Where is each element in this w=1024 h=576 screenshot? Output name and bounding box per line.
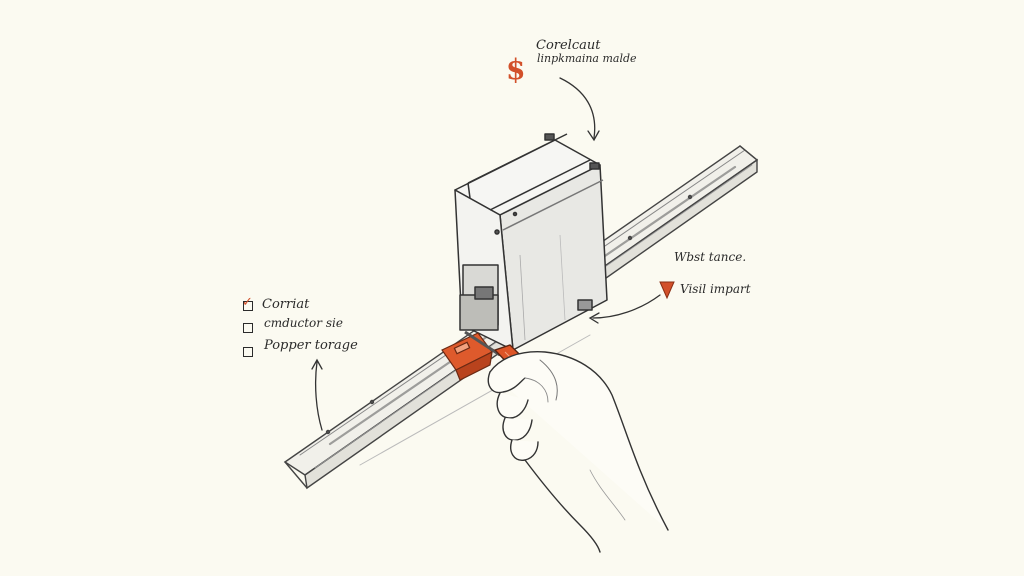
dollar-sign-icon: $ — [506, 53, 526, 86]
checklist-item-label: Popper torage — [264, 338, 358, 353]
checkbox-popper-torage[interactable] — [243, 347, 253, 357]
top-annotation-line2: linpkmaina malde — [537, 52, 637, 65]
checkbox-cmductor-sie[interactable] — [243, 323, 253, 333]
checklist-item-label: Corriat — [262, 297, 310, 312]
hand — [487, 351, 669, 553]
checklist-item-label: cmductor sie — [264, 316, 343, 330]
top-annotation-line1: Corelcaut — [536, 38, 601, 53]
check-mark-icon: ✓ — [242, 295, 253, 310]
right-annotation-line2: Visil impart — [680, 282, 751, 296]
annotation-arrows — [311, 77, 661, 431]
checkbox-corriat[interactable]: ✓ — [242, 296, 253, 311]
right-annotation-line1: Wbst tance. — [674, 250, 747, 264]
device-module — [454, 133, 608, 351]
